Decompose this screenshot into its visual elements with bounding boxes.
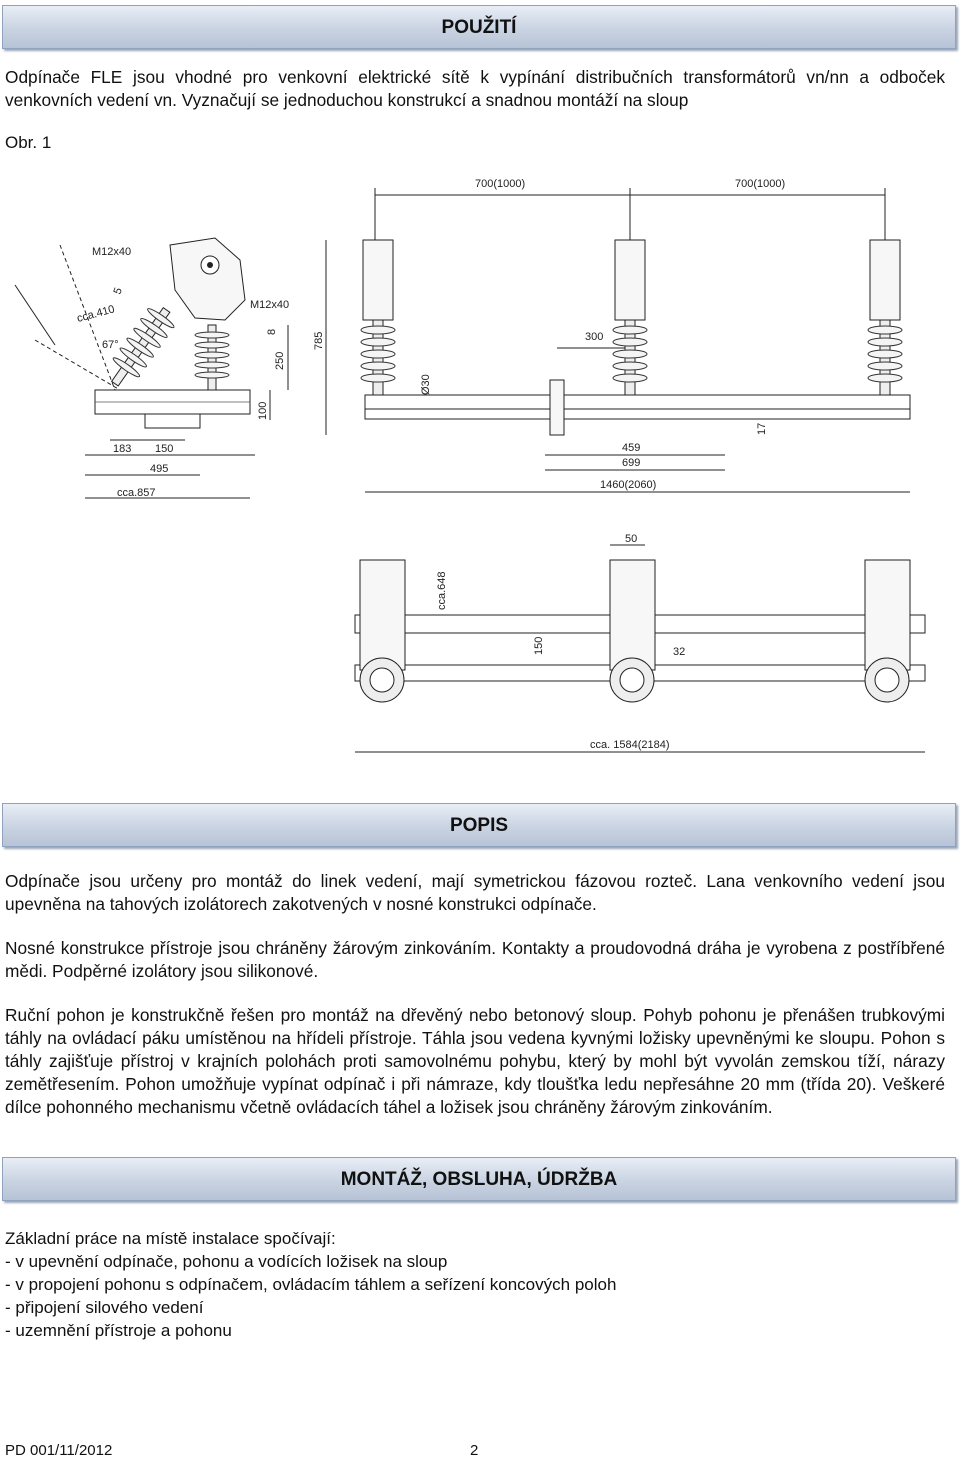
dim-dia-30: Ø30 xyxy=(420,374,432,395)
montaz-list: Základní práce na místě instalace spočív… xyxy=(5,1227,616,1342)
popis-paragraph-2: Nosné konstrukce přístroje jsou chráněny… xyxy=(5,938,945,981)
dim-8: 8 xyxy=(266,329,278,335)
unit-middle xyxy=(609,559,656,703)
section-title: MONTÁŽ, OBSLUHA, ÚDRŽBA xyxy=(340,1169,618,1190)
unit-right xyxy=(864,559,911,703)
dim-699: 699 xyxy=(622,457,640,469)
pole-right xyxy=(867,239,903,396)
dim-cca-857: cca.857 xyxy=(117,487,156,499)
side-view-drawing: M12x40 5 cca.410 67° M12x40 8 250 785 10… xyxy=(14,237,327,499)
popis-paragraph-1: Odpínače jsou určeny pro montáž do linek… xyxy=(5,871,945,914)
unit-left xyxy=(359,559,406,703)
dim-cca-1584: cca. 1584(2184) xyxy=(590,739,670,751)
dim-1460: 1460(2060) xyxy=(600,479,656,491)
dim-cca-648: cca.648 xyxy=(436,571,448,610)
pole-left xyxy=(360,239,396,396)
footer-doc-id: PD 001/11/2012 xyxy=(5,1442,113,1459)
dim-5: 5 xyxy=(112,286,125,296)
dim-100: 100 xyxy=(257,402,269,420)
dim-700-left: 700(1000) xyxy=(475,178,525,190)
pole-middle xyxy=(612,239,648,396)
intro-paragraph: Odpínače FLE jsou vhodné pro venkovní el… xyxy=(5,67,945,110)
section-header-montaz: MONTÁŽ, OBSLUHA, ÚDRŽBA xyxy=(2,1157,956,1201)
section-title: POPIS xyxy=(449,815,509,836)
dim-50: 50 xyxy=(625,533,637,545)
dim-785: 785 xyxy=(313,332,325,350)
dim-17: 17 xyxy=(756,423,768,435)
dim-300: 300 xyxy=(585,331,603,343)
list-item: - v propojení pohonu s odpínačem, ovláda… xyxy=(5,1275,617,1294)
dim-459: 459 xyxy=(622,442,640,454)
section-title: POUŽITÍ xyxy=(441,17,517,38)
list-item: - připojení silového vedení xyxy=(5,1298,204,1317)
section-header-pouziti: POUŽITÍ xyxy=(2,5,956,49)
dim-m12x40-b: M12x40 xyxy=(250,299,289,311)
dim-183: 183 xyxy=(113,443,131,455)
popis-paragraph-3: Ruční pohon je konstrukčně řešen pro mon… xyxy=(5,1005,945,1117)
dim-150: 150 xyxy=(155,443,173,455)
dim-700-right: 700(1000) xyxy=(735,178,785,190)
montaz-intro: Základní práce na místě instalace spočív… xyxy=(5,1229,336,1248)
figure-label: Obr. 1 xyxy=(5,133,52,152)
dim-32: 32 xyxy=(673,646,685,658)
dim-67-deg: 67° xyxy=(102,339,119,351)
dim-cca-410: cca.410 xyxy=(76,303,116,325)
dim-m12x40-a: M12x40 xyxy=(92,246,131,258)
list-item: - uzemnění přístroje a pohonu xyxy=(5,1321,232,1340)
front-view-drawing: 700(1000) 700(1000) 300 Ø30 17 459 699 1… xyxy=(360,178,911,493)
list-item: - v upevnění odpínače, pohonu a vodících… xyxy=(5,1252,448,1271)
top-view-drawing: 50 cca.648 150 32 cca. 1584(2184) xyxy=(354,533,926,753)
vertical-insulator xyxy=(194,324,230,391)
tilted-insulator xyxy=(110,306,175,387)
section-header-popis: POPIS xyxy=(2,803,956,847)
footer-page-number: 2 xyxy=(470,1442,479,1459)
dim-150-top: 150 xyxy=(533,637,545,655)
dim-250: 250 xyxy=(274,352,286,370)
dim-495: 495 xyxy=(150,463,168,475)
